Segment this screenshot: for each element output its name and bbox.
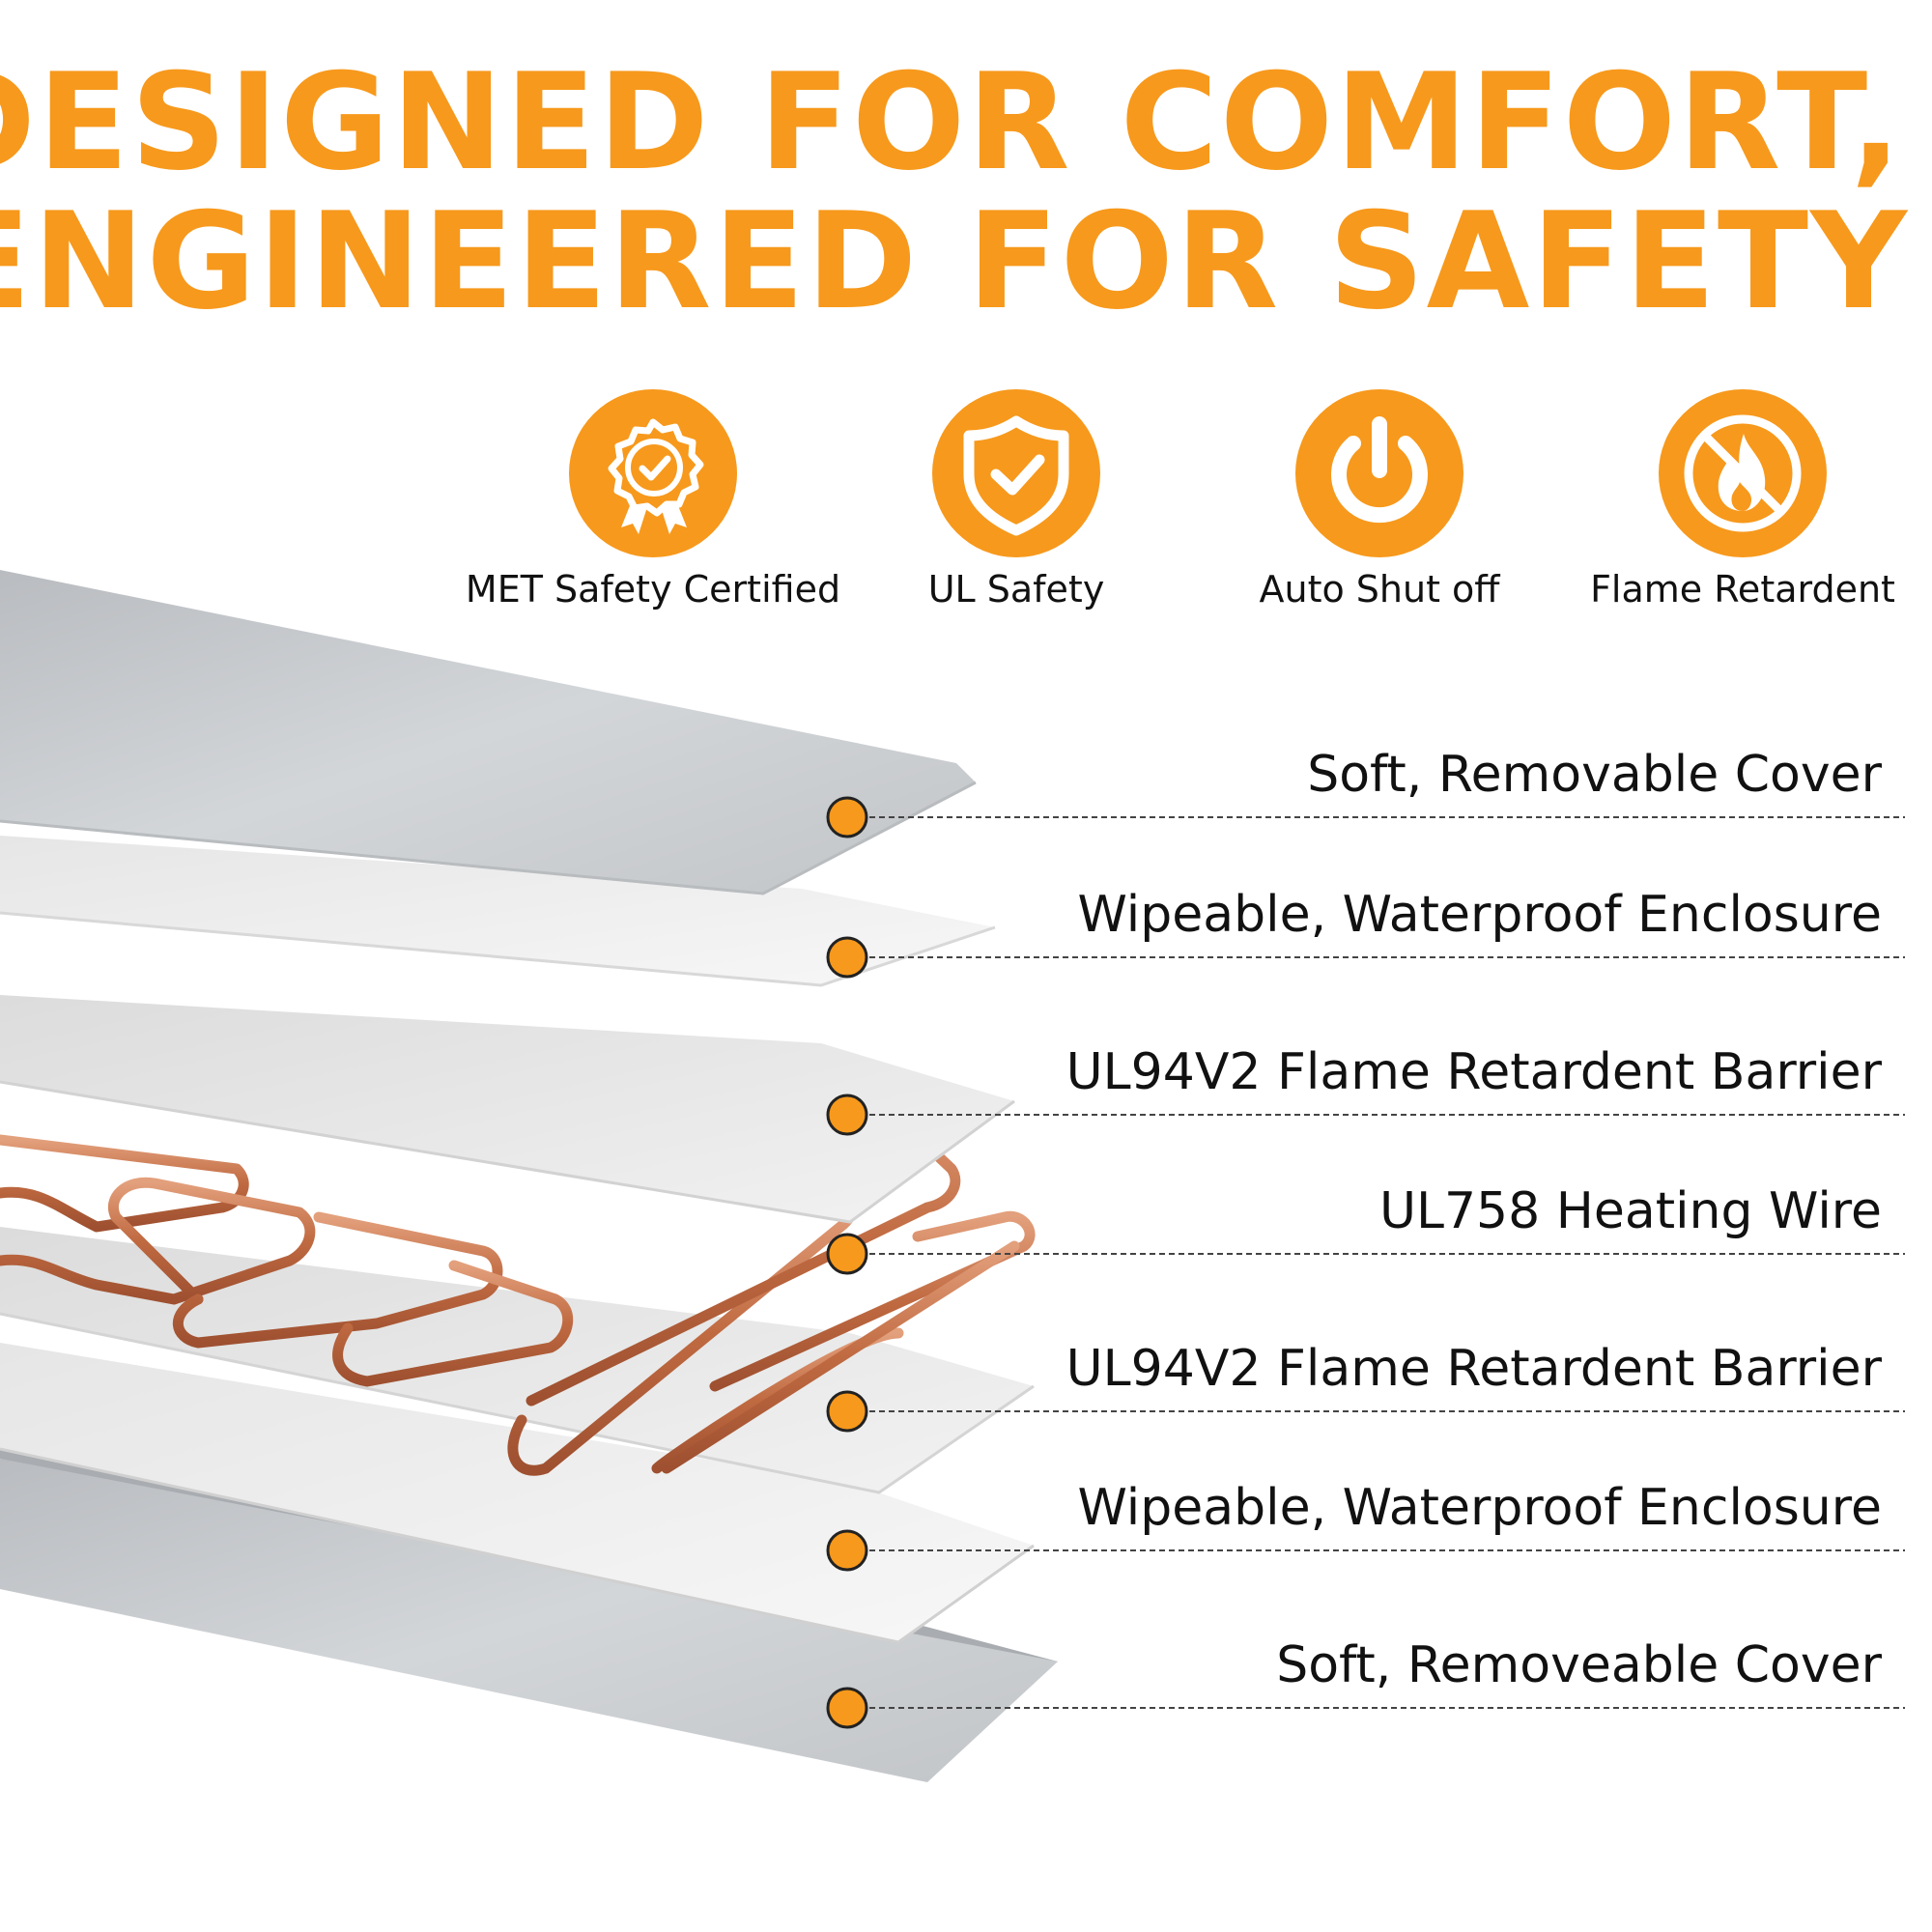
badge-met-certified xyxy=(569,389,737,557)
badge-label-ul: UL Safety xyxy=(927,568,1105,611)
badge-auto-shutoff xyxy=(1295,389,1463,557)
callout-markers xyxy=(826,796,868,1729)
badge-label-flame: Flame Retardent xyxy=(1590,568,1895,611)
power-icon xyxy=(1331,416,1428,524)
callout-marker xyxy=(826,936,868,979)
shield-check-icon xyxy=(963,415,1069,536)
callout-marker xyxy=(826,1233,868,1275)
layer-sheet-bottom-cover-top xyxy=(0,1459,1058,1782)
layer-label-heating-wire: UL758 Heating Wire xyxy=(1378,1182,1882,1240)
layer-label-soft-cover-top: Soft, Removable Cover xyxy=(1307,746,1882,804)
badge-flame-retardent xyxy=(1659,389,1827,557)
certified-seal-icon xyxy=(608,418,704,534)
layer-sheet-barrier-lower xyxy=(0,1227,1034,1492)
headline-line-2: ENGINEERED FOR SAFETY xyxy=(0,184,1909,339)
badge-label-auto-shutoff: Auto Shut off xyxy=(1259,568,1500,611)
callout-marker xyxy=(826,796,868,838)
layer-sheet-enclosure-upper xyxy=(0,836,995,985)
callout-marker xyxy=(826,1094,868,1136)
layer-label-enclosure-lower: Wipeable, Waterproof Enclosure xyxy=(1077,1479,1882,1537)
callout-marker xyxy=(826,1390,868,1433)
layer-label-enclosure-upper: Wipeable, Waterproof Enclosure xyxy=(1077,886,1882,944)
callout-marker xyxy=(826,1687,868,1729)
no-flame-icon xyxy=(1684,414,1802,532)
layer-sheet-top-cover xyxy=(0,570,976,894)
callout-lines xyxy=(869,816,1905,1709)
headline-line-1: DESIGNED FOR COMFORT, xyxy=(0,44,1903,200)
layer-label-barrier-upper: UL94V2 Flame Retardent Barrier xyxy=(1065,1043,1882,1101)
heating-wire xyxy=(0,1076,1036,1476)
layer-sheet-enclosure-lower xyxy=(0,1343,1034,1642)
badge-label-met: MET Safety Certified xyxy=(465,568,841,611)
layer-label-soft-cover-bottom: Soft, Removeable Cover xyxy=(1276,1636,1882,1694)
layer-label-barrier-lower: UL94V2 Flame Retardent Barrier xyxy=(1065,1340,1882,1398)
layer-sheet-barrier-upper xyxy=(0,995,1014,1222)
callout-marker xyxy=(826,1529,868,1572)
badge-ul-safety xyxy=(932,389,1100,557)
